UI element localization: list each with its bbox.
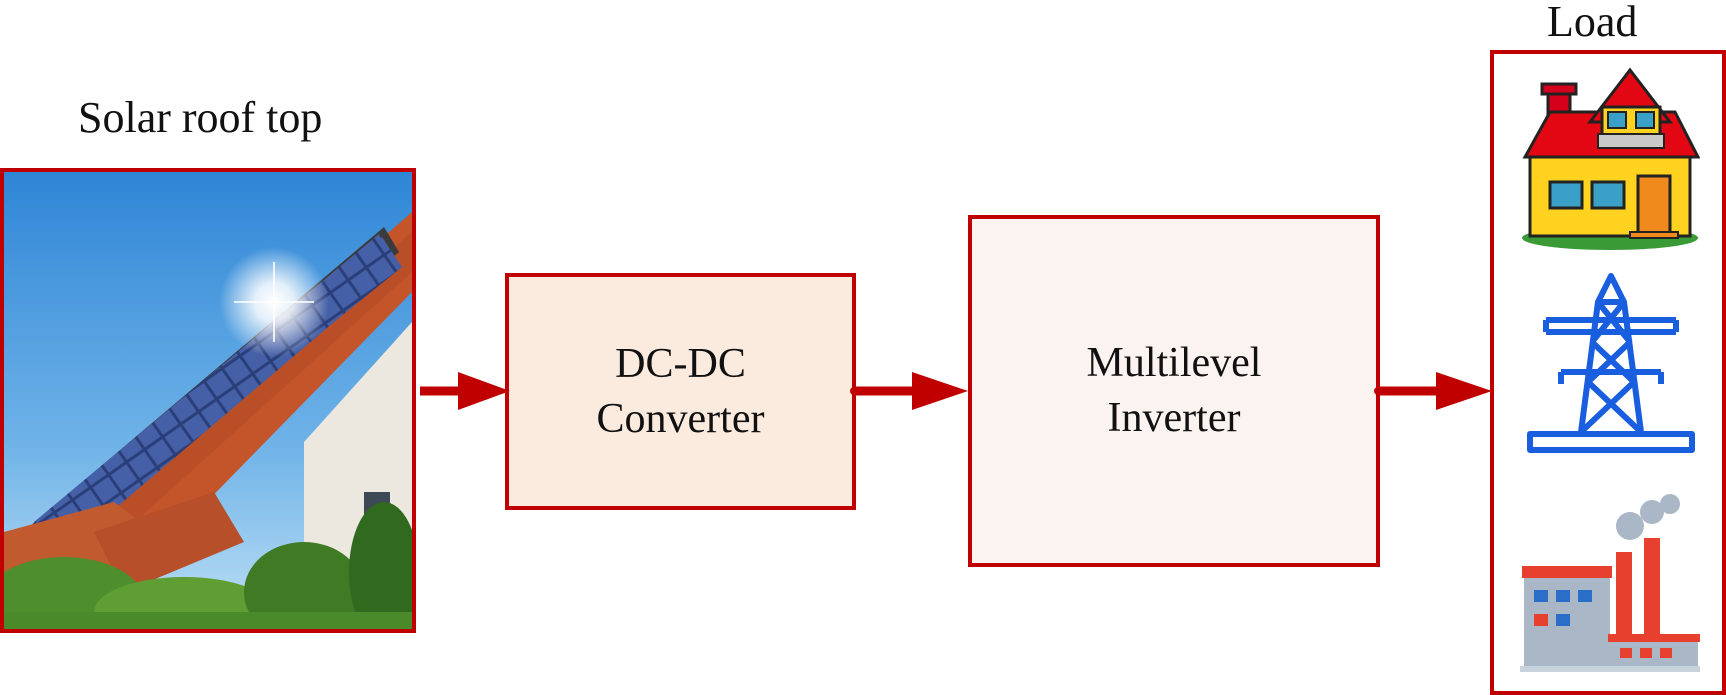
multilevel-inverter-block: Multilevel Inverter xyxy=(968,215,1380,567)
solar-house-photo xyxy=(4,172,412,629)
dc-dc-converter-line1: DC-DC xyxy=(615,340,746,387)
transmission-tower-icon xyxy=(1527,273,1695,453)
dc-dc-converter-block: DC-DC Converter xyxy=(505,273,856,510)
house-icon xyxy=(1522,67,1700,250)
load-label: Load xyxy=(1547,0,1638,46)
arrow-dcdc-to-inverter xyxy=(850,372,968,410)
solar-roof-top-label: Solar roof top xyxy=(78,93,323,142)
multilevel-inverter-line2: Inverter xyxy=(1107,395,1241,441)
load-frame xyxy=(1490,50,1726,695)
dc-dc-converter-line2: Converter xyxy=(596,395,765,442)
arrow-solar-to-dcdc xyxy=(420,372,510,410)
factory-icon xyxy=(1520,494,1700,672)
arrow-inverter-to-load xyxy=(1374,372,1492,410)
multilevel-inverter-line1: Multilevel xyxy=(1086,340,1262,387)
solar-roof-top-frame xyxy=(0,168,416,633)
